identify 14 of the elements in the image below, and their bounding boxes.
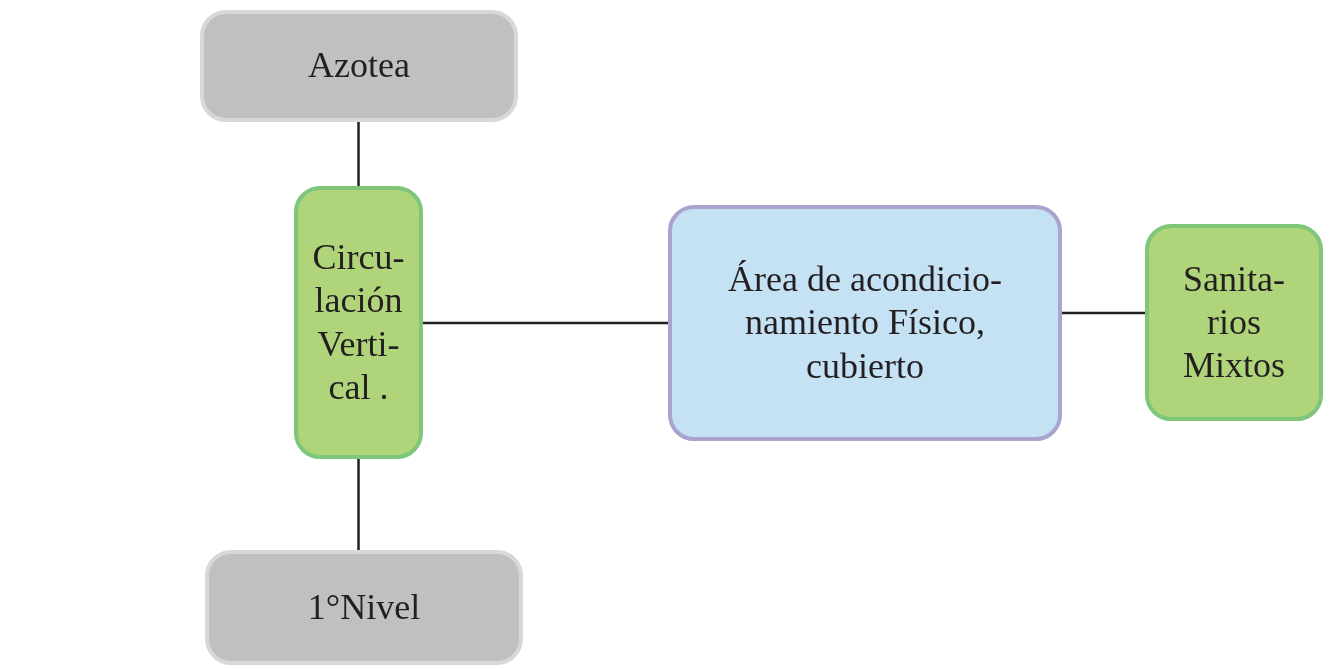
node-label: Circu- lación Verti- cal . xyxy=(311,236,406,409)
connector-line xyxy=(1062,311,1145,315)
level-box xyxy=(200,10,518,122)
circulation-box xyxy=(294,186,423,459)
node-label: Sanita- rios Mixtos xyxy=(1182,257,1286,388)
level-box xyxy=(205,550,523,665)
connector-line xyxy=(423,321,668,325)
node-label: 1°Nivel xyxy=(307,585,421,629)
area-box xyxy=(668,205,1062,441)
connector-line xyxy=(357,459,360,550)
node-label: Área de acondicio- namiento Físico, cubierto xyxy=(727,258,1003,388)
node-label: Azotea xyxy=(308,44,410,88)
sanitary-box xyxy=(1145,224,1323,421)
connector-line xyxy=(357,122,360,186)
